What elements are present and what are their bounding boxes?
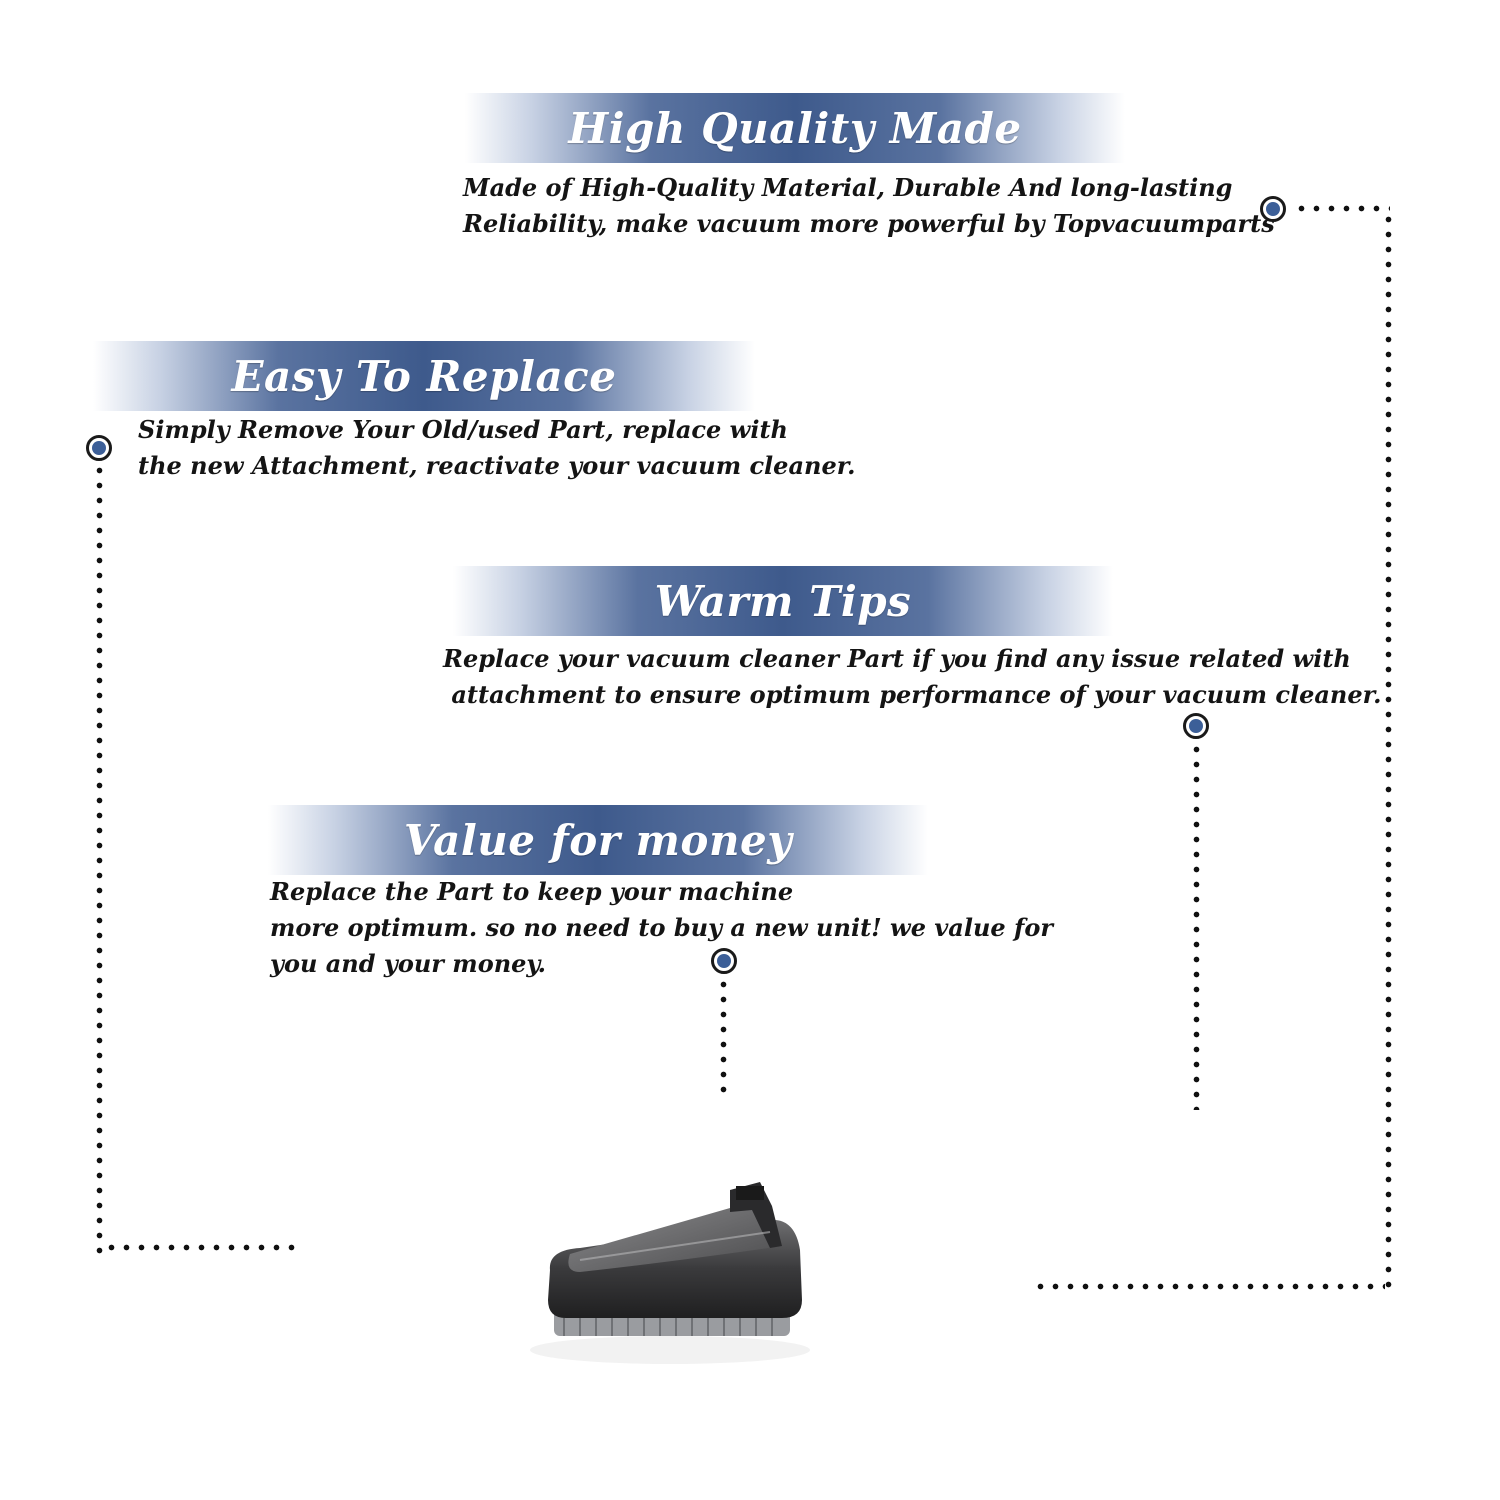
- description-high-quality: Made of High-Quality Material, Durable A…: [463, 170, 1275, 242]
- description-line: the new Attachment, reactivate your vacu…: [138, 451, 856, 480]
- description-line: you and your money.: [270, 949, 546, 978]
- vacuum-brush-attachment: [530, 1182, 810, 1364]
- description-line: Simply Remove Your Old/used Part, replac…: [138, 415, 788, 444]
- banner-warm-tips: Warm Tips: [453, 566, 1113, 636]
- banner-title: High Quality Made: [568, 103, 1022, 153]
- target-circle-icon: [1183, 713, 1209, 739]
- description-line: Replace your vacuum cleaner Part if you …: [443, 644, 1351, 673]
- connector-dotted-line: [104, 1244, 300, 1251]
- description-line: more optimum. so no need to buy a new un…: [270, 913, 1053, 942]
- connector-dotted-line: [720, 977, 727, 1093]
- banner-title: Warm Tips: [654, 576, 912, 626]
- description-line: Reliability, make vacuum more powerful b…: [463, 209, 1275, 238]
- connector-dotted-line: [1033, 1283, 1385, 1290]
- description-value-money: Replace the Part to keep your machine mo…: [270, 874, 1053, 982]
- target-circle-icon: [1260, 196, 1286, 222]
- connector-dotted-line: [1294, 205, 1390, 212]
- target-circle-icon: [86, 435, 112, 461]
- banner-high-quality: High Quality Made: [465, 93, 1125, 163]
- description-easy-replace: Simply Remove Your Old/used Part, replac…: [138, 412, 856, 484]
- description-line: Made of High-Quality Material, Durable A…: [463, 173, 1233, 202]
- connector-dotted-line: [96, 463, 103, 1255]
- banner-easy-replace: Easy To Replace: [93, 341, 755, 411]
- banner-title: Easy To Replace: [231, 351, 617, 401]
- target-circle-icon: [711, 948, 737, 974]
- connector-dotted-line: [1193, 742, 1200, 1110]
- description-warm-tips: Replace your vacuum cleaner Part if you …: [443, 641, 1381, 713]
- description-line: Replace the Part to keep your machine: [270, 877, 794, 906]
- banner-title: Value for money: [403, 815, 793, 865]
- description-line: attachment to ensure optimum performance…: [443, 680, 1382, 709]
- connector-dotted-line: [1385, 212, 1392, 1292]
- banner-value-money: Value for money: [268, 805, 928, 875]
